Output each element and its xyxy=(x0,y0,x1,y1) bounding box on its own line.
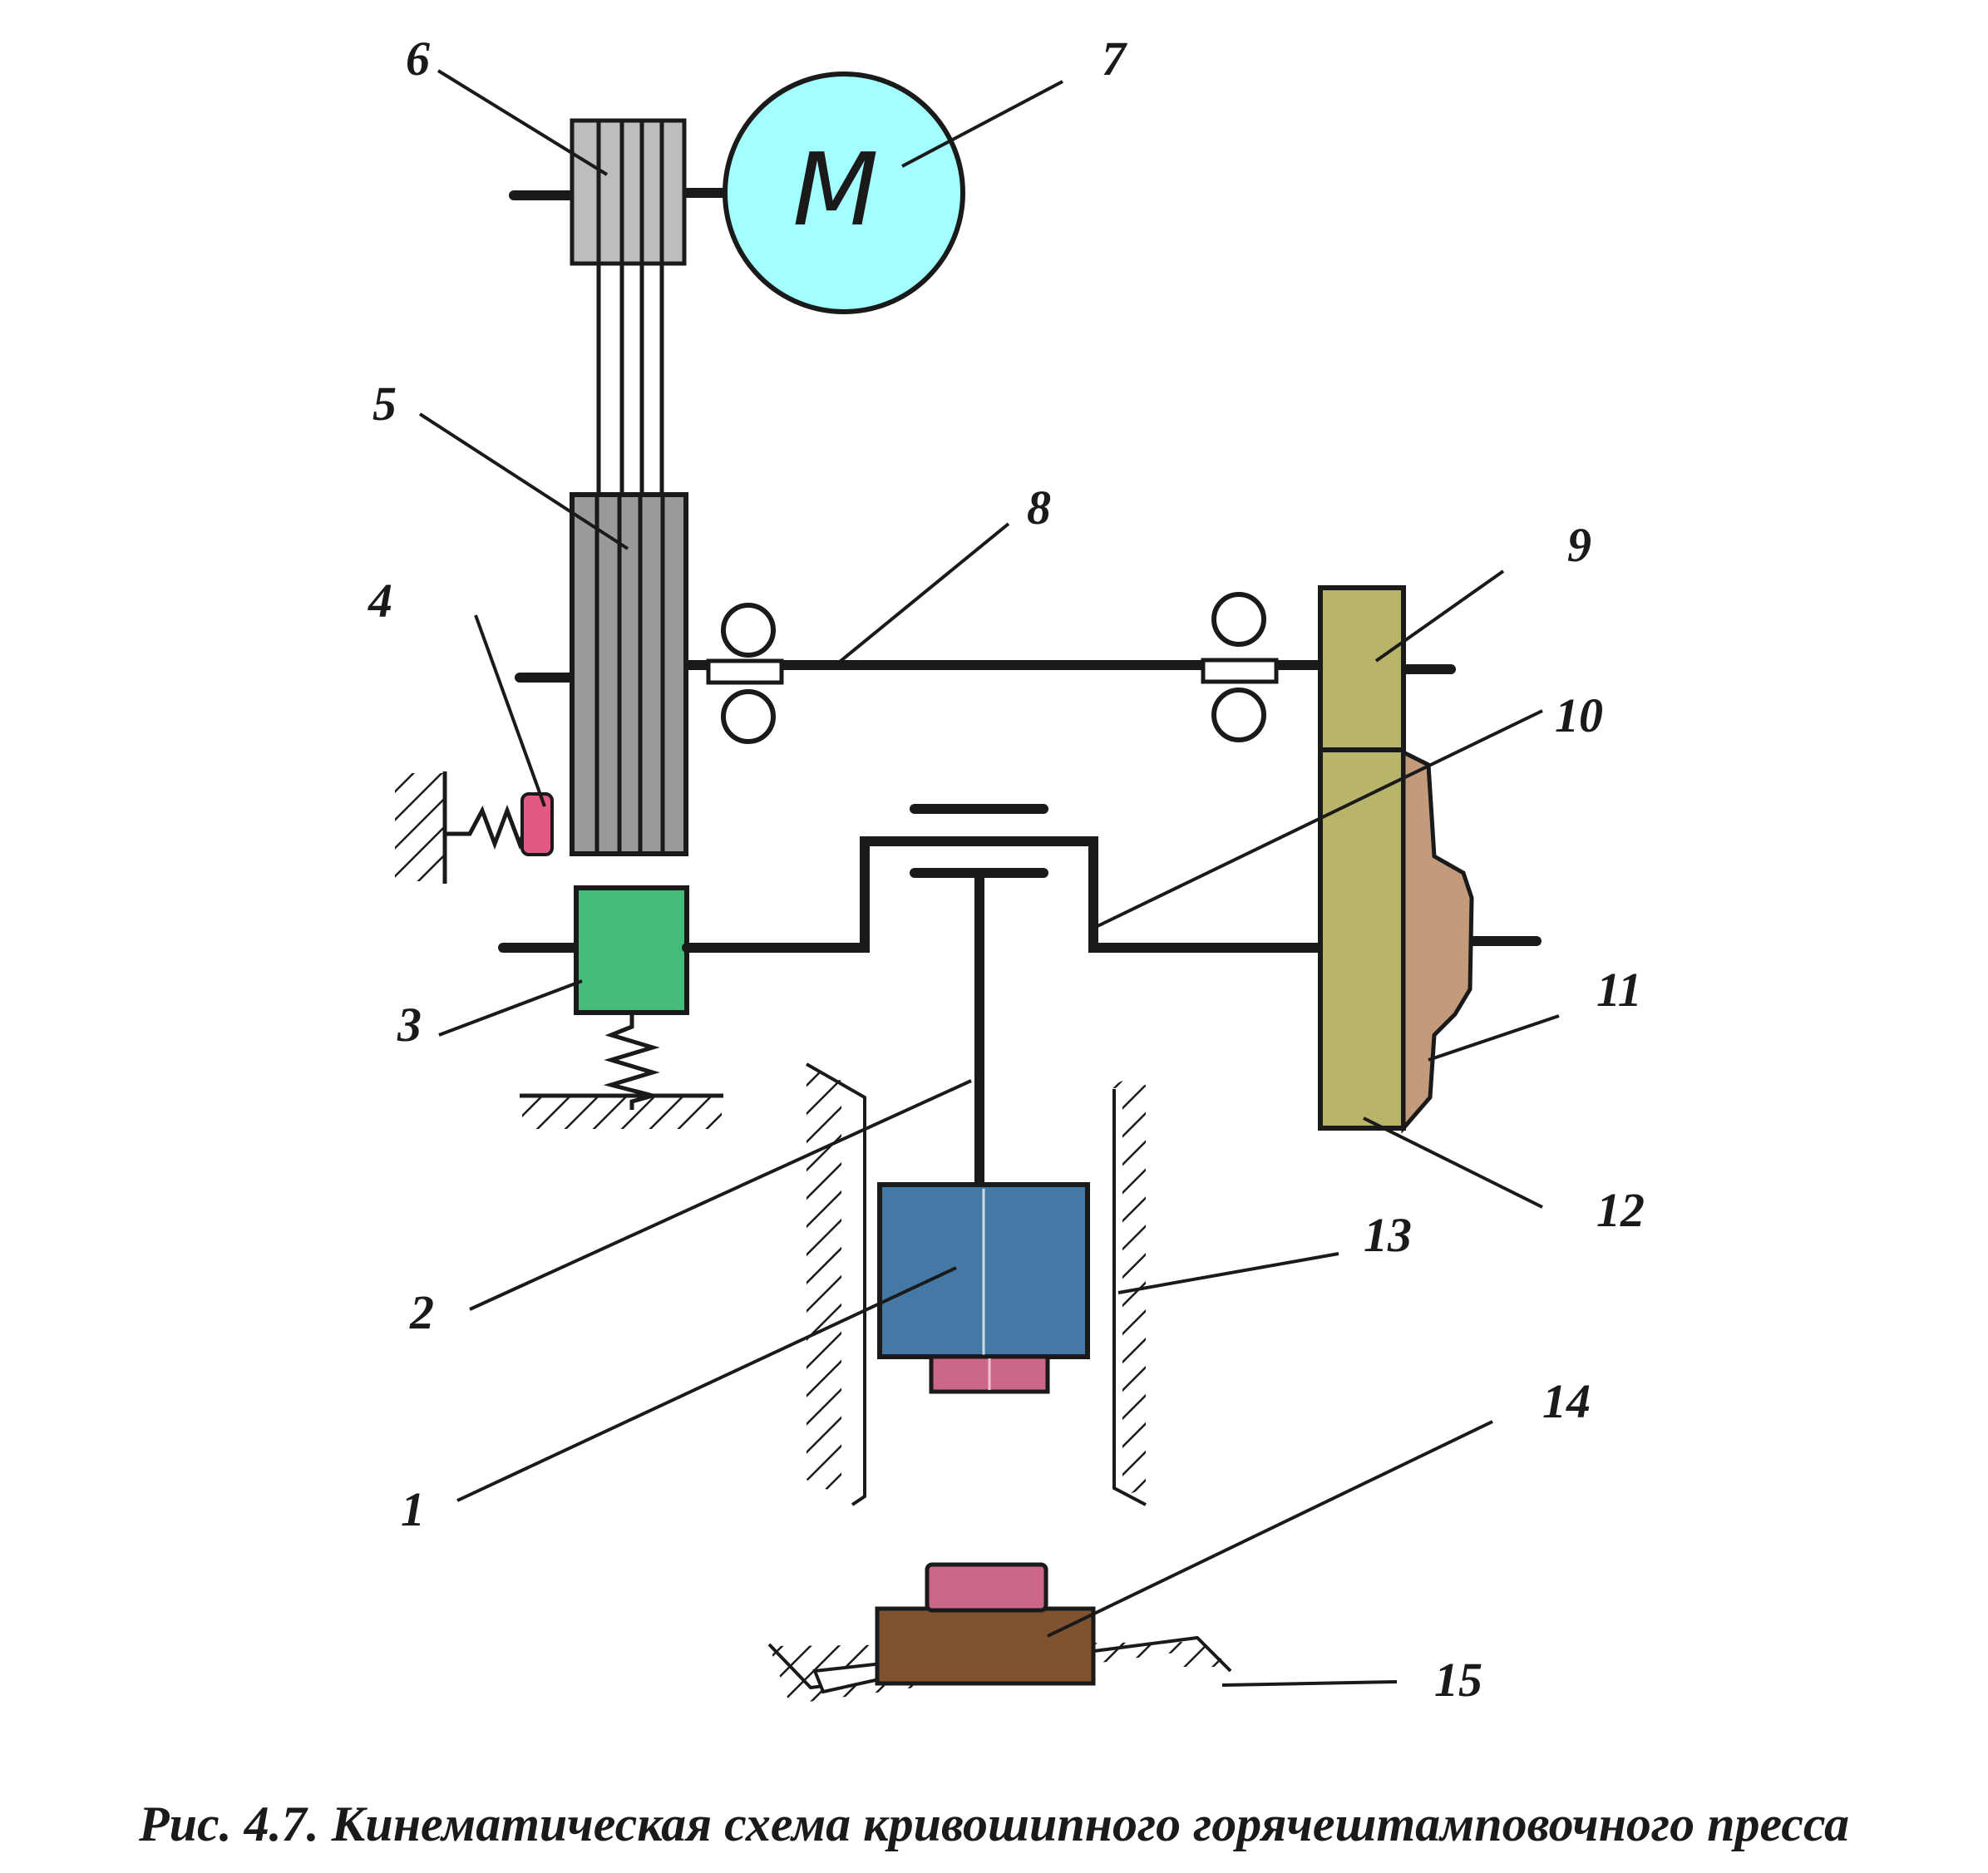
label-9: 9 xyxy=(1567,518,1591,572)
label-5: 5 xyxy=(372,377,397,431)
clutch xyxy=(498,885,723,1129)
label-4: 4 xyxy=(368,574,392,628)
label-12: 12 xyxy=(1596,1183,1645,1237)
label-13: 13 xyxy=(1364,1208,1412,1262)
label-11: 11 xyxy=(1596,963,1642,1017)
motor-symbol: M xyxy=(792,133,879,249)
leader-lines xyxy=(418,69,1560,1687)
label-8: 8 xyxy=(1027,481,1051,535)
bearing-left xyxy=(706,603,784,744)
label-6: 6 xyxy=(406,32,430,86)
label-2: 2 xyxy=(409,1285,434,1339)
figure-caption: Рис. 4.7. Кинематическая схема кривошипн… xyxy=(139,1797,1849,1851)
label-1: 1 xyxy=(401,1482,425,1536)
lower-die-assembly xyxy=(767,1562,1232,1704)
press-slide xyxy=(877,1182,1090,1394)
bearing-right xyxy=(1201,592,1279,742)
slide-guides xyxy=(806,1062,1147,1506)
label-14: 14 xyxy=(1542,1374,1591,1428)
gear-wheel xyxy=(1318,585,1406,752)
label-7: 7 xyxy=(1102,32,1127,86)
part-labels: 6 7 5 8 4 9 10 11 12 3 13 2 14 1 15 xyxy=(368,32,1645,1707)
v-belts xyxy=(596,264,664,495)
label-3: 3 xyxy=(397,998,422,1052)
flywheel xyxy=(570,492,688,856)
brake-spring-stop xyxy=(395,771,554,884)
label-10: 10 xyxy=(1555,688,1603,742)
label-15: 15 xyxy=(1434,1653,1482,1707)
small-pulley xyxy=(509,118,687,266)
electric-motor: M xyxy=(673,71,965,314)
